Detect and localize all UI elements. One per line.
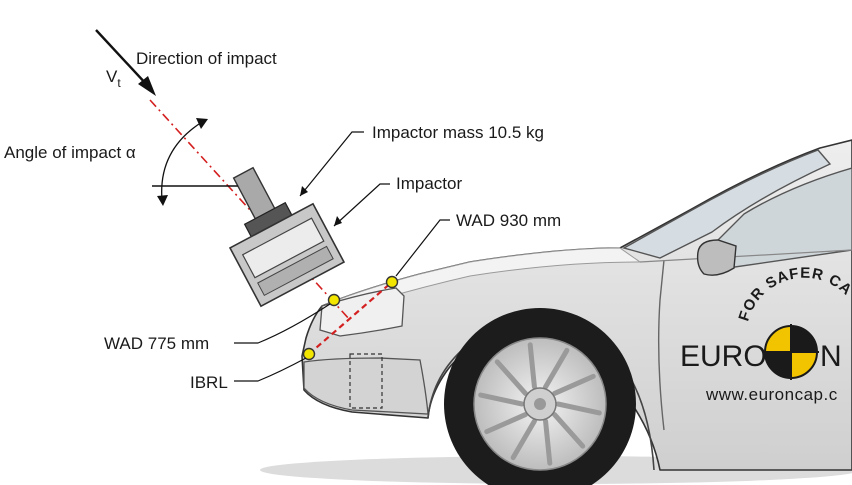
wheel-spoke xyxy=(527,342,537,390)
wad775-label: WAD 775 mm xyxy=(104,334,209,353)
wheel-spoke xyxy=(555,401,602,416)
wheel-spoke xyxy=(484,412,528,435)
ibrl-marker xyxy=(302,347,316,361)
impactor-leader-arrowhead xyxy=(334,216,342,226)
logo-left-word: EURO xyxy=(680,340,767,373)
angle-label: Angle of impact α xyxy=(4,143,136,162)
wheel-spoke xyxy=(552,412,586,449)
wad-connector-line xyxy=(308,281,393,355)
wheel-spoke xyxy=(510,418,537,461)
windshield xyxy=(622,149,832,259)
wad930-marker xyxy=(385,275,399,289)
plate-outline xyxy=(349,353,383,409)
door-line xyxy=(657,259,665,431)
front-wheel xyxy=(444,308,636,485)
ibrl-label: IBRL xyxy=(190,373,228,392)
wheel-spoke xyxy=(543,418,553,466)
wheel-spoke xyxy=(552,373,596,396)
headlight xyxy=(319,287,405,337)
angle-indicator xyxy=(152,118,238,206)
wheel-spoke xyxy=(494,359,528,396)
car xyxy=(260,139,852,485)
hood xyxy=(321,247,642,317)
direction-label: Direction of impact xyxy=(136,49,277,68)
wad775-leader xyxy=(234,303,331,344)
bumper xyxy=(303,357,429,415)
logo-target-icon xyxy=(763,324,819,380)
wheel-spoke xyxy=(543,347,570,390)
impactor-label: Impactor xyxy=(396,174,462,193)
wad930-leader xyxy=(395,219,450,277)
logo-url: www.euroncap.c xyxy=(705,385,838,404)
side-window xyxy=(698,167,852,269)
impactor xyxy=(228,166,346,308)
mass-label: Impactor mass 10.5 kg xyxy=(372,123,544,142)
wad775-marker xyxy=(327,293,341,307)
ibrl-leader xyxy=(234,357,307,382)
mass-leader xyxy=(299,131,364,197)
beltline xyxy=(639,249,852,263)
logo-right-word: N xyxy=(820,340,842,373)
side-mirror xyxy=(696,239,737,276)
wad930-label: WAD 930 mm xyxy=(456,211,561,230)
impactor-leader xyxy=(333,183,390,227)
mass-leader-arrowhead xyxy=(300,186,308,196)
direction-arrow xyxy=(95,29,156,96)
velocity-label: Vt xyxy=(106,67,121,90)
wheel-spoke xyxy=(478,392,525,407)
impact-trajectory-line xyxy=(149,99,351,321)
